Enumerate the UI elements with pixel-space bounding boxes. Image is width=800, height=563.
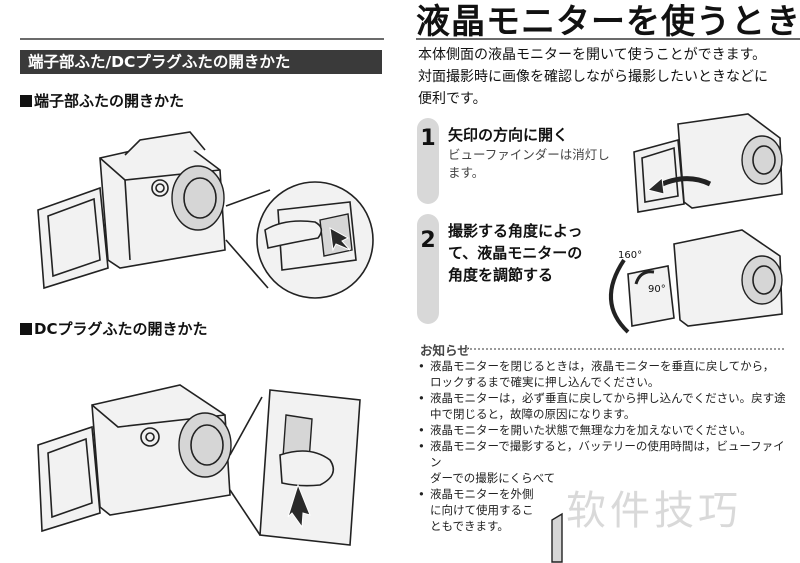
notice-list: 液晶モニターを閉じるときは，液晶モニターを垂直に戻してから， ロックするまで確実… <box>418 358 793 534</box>
subheading-terminal-cover: 端子部ふたの開きかた <box>20 90 184 111</box>
lcd-panel-shape <box>627 265 675 327</box>
step-1-number: 1 <box>420 126 436 151</box>
notice-item: 液晶モニターを外側 に向けて使用するこ ともできます。 <box>418 486 793 534</box>
angle-90-label: 90° <box>648 284 666 295</box>
section-title-bar: 端子部ふた/DCプラグふたの開きかた <box>20 50 382 74</box>
subheading-dc-cover: DCプラグふたの開きかた <box>20 318 207 339</box>
lcd-panel-shape <box>633 138 685 213</box>
intro-text: 本体側面の液晶モニターを開いて使うことができます。 対面撮影時に画像を確認しなが… <box>418 44 790 110</box>
open-arrow-icon <box>329 227 351 252</box>
illustration-terminal-cover <box>37 131 374 299</box>
step-1-bar <box>417 118 439 204</box>
notice-line: ロックするまで確実に押し込んでください。 <box>430 375 660 389</box>
square-bullet-icon <box>20 95 32 107</box>
step-2-content: 撮影する角度によっ て、液晶モニターの 角度を調節する <box>448 220 618 286</box>
page-edge-fragment <box>551 512 563 563</box>
intro-line: 本体側面の液晶モニターを開いて使うことができます。 <box>418 47 767 63</box>
lens-shape <box>741 255 783 305</box>
square-bullet-icon <box>20 323 32 335</box>
subheading-text: 端子部ふたの開きかた <box>34 92 185 110</box>
notice-line: 液晶モニターは，必ず垂直に戻してから押し込んでください。戻す途 <box>430 391 786 405</box>
lens-shape <box>741 135 783 185</box>
step-2-bar <box>417 214 439 324</box>
notice-line: 液晶モニターを外側 <box>430 487 534 501</box>
angle-arrow-icon <box>634 270 655 285</box>
step-2-title-line: 撮影する角度によっ <box>448 222 583 240</box>
rotate-arrow-icon <box>609 258 630 334</box>
notice-line: 液晶モニターで撮影すると，バッテリーの使用時間は，ビューファイン <box>430 439 785 469</box>
notice-heading: お知らせ <box>420 343 470 358</box>
notice-line: ダーでの撮影にくらべて <box>430 471 556 485</box>
lens-shape <box>171 165 225 231</box>
lcd-panel-shape <box>37 425 101 533</box>
finger-shape <box>279 450 335 487</box>
notice-line: 中で閉じると，故障の原因になります。 <box>430 407 636 421</box>
step-2-number: 2 <box>420 228 436 253</box>
step-1-note: ます。 <box>448 165 485 180</box>
notice-item: 液晶モニターは，必ず垂直に戻してから押し込んでください。戻す途 中で閉じると，故… <box>418 390 793 422</box>
step-1-content: 矢印の方向に開く ビューファインダーは消灯し ます。 <box>448 124 618 182</box>
finger-shape <box>264 220 323 249</box>
arrow-head-icon <box>646 177 665 195</box>
step-1-title: 矢印の方向に開く <box>448 126 569 144</box>
intro-line: 便利です。 <box>418 91 487 107</box>
notice-line: に向けて使用するこ <box>430 503 534 517</box>
illustration-step-2: 160° 90° <box>609 229 783 334</box>
notice-dotted-rule <box>466 348 784 350</box>
top-rule-left <box>20 38 384 40</box>
down-arrow-icon <box>287 483 311 529</box>
notice-line: 液晶モニターを開いた状態で無理な力を加えないでください。 <box>430 423 752 437</box>
intro-line: 対面撮影時に画像を確認しながら撮影したいときなどに <box>418 69 768 85</box>
illustration-step-1 <box>633 113 783 213</box>
illustration-dc-cover <box>37 384 361 546</box>
notice-item: 液晶モニターを閉じるときは，液晶モニターを垂直に戻してから， ロックするまで確実… <box>418 358 793 390</box>
notice-item: 液晶モニターを開いた状態で無理な力を加えないでください。 <box>418 422 793 438</box>
notice-line: 液晶モニターを閉じるときは，液晶モニターを垂直に戻してから， <box>430 359 775 373</box>
step-2-title-line: 角度を調節する <box>448 266 554 284</box>
top-rule-right <box>416 38 800 40</box>
notice-line: ともできます。 <box>430 519 509 533</box>
notice-item: 液晶モニターで撮影すると，バッテリーの使用時間は，ビューファイン ダーでの撮影に… <box>418 438 793 486</box>
watermark: 软件技巧 <box>566 488 742 534</box>
step-1-note: ビューファインダーは消灯し <box>448 147 610 162</box>
page-title: 液晶モニターを使うときは <box>416 2 800 42</box>
step-2-title-line: て、液晶モニターの <box>448 244 583 262</box>
lens-shape <box>178 412 232 478</box>
subheading-text: DCプラグふたの開きかた <box>34 320 208 338</box>
angle-160-label: 160° <box>618 250 642 261</box>
